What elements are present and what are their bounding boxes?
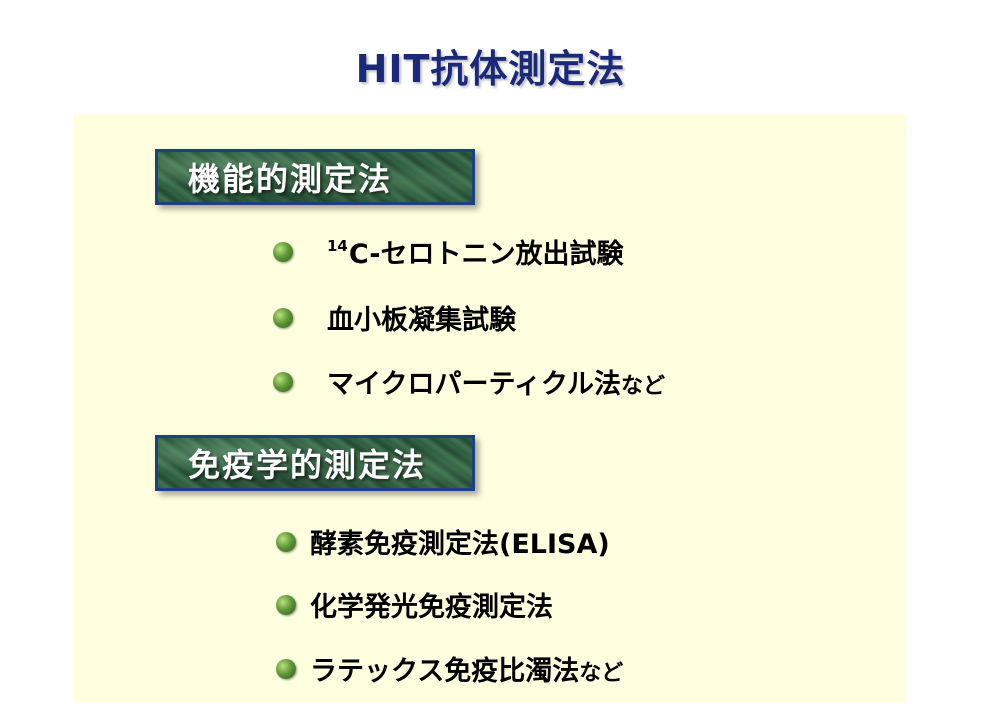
list-item-suffix: など [579,661,624,686]
section-header-functional: 機能的測定法 [155,149,475,205]
list-item-text: C-セロトニン放出試験 [348,239,624,270]
list-item: 14C-セロトニン放出試験 [273,232,624,271]
page-title: HIT抗体測定法 [355,47,626,91]
list-item-suffix: など [621,374,666,399]
green-sphere-bullet-icon [276,531,296,552]
list-item-label: マイクロパーティクル法など [327,362,665,401]
list-item: 酵素免疫測定法(ELISA) [276,522,610,561]
list-item: マイクロパーティクル法など [273,362,665,401]
list-item-text: 化学発光免疫測定法 [310,592,553,623]
list-item-text: 酵素免疫測定法(ELISA) [310,529,610,560]
green-sphere-bullet-icon [273,241,293,262]
section-header-immunological: 免疫学的測定法 [155,435,475,491]
list-item-text: ラテックス免疫比濁法 [310,656,580,687]
green-sphere-bullet-icon [273,307,293,328]
list-item: ラテックス免疫比濁法など [276,649,623,688]
list-item-label: 14C-セロトニン放出試験 [327,232,624,271]
list-item-text: マイクロパーティクル法 [327,369,622,400]
list-item: 血小板凝集試験 [273,298,516,337]
isotope-superscript: 14 [327,237,348,255]
green-sphere-bullet-icon [276,594,296,615]
list-item-label: ラテックス免疫比濁法など [310,649,623,688]
green-sphere-bullet-icon [273,371,293,392]
list-item: 化学発光免疫測定法 [276,585,553,624]
green-sphere-bullet-icon [276,658,296,679]
content-panel [73,114,906,703]
list-item-text: 血小板凝集試験 [327,305,516,336]
